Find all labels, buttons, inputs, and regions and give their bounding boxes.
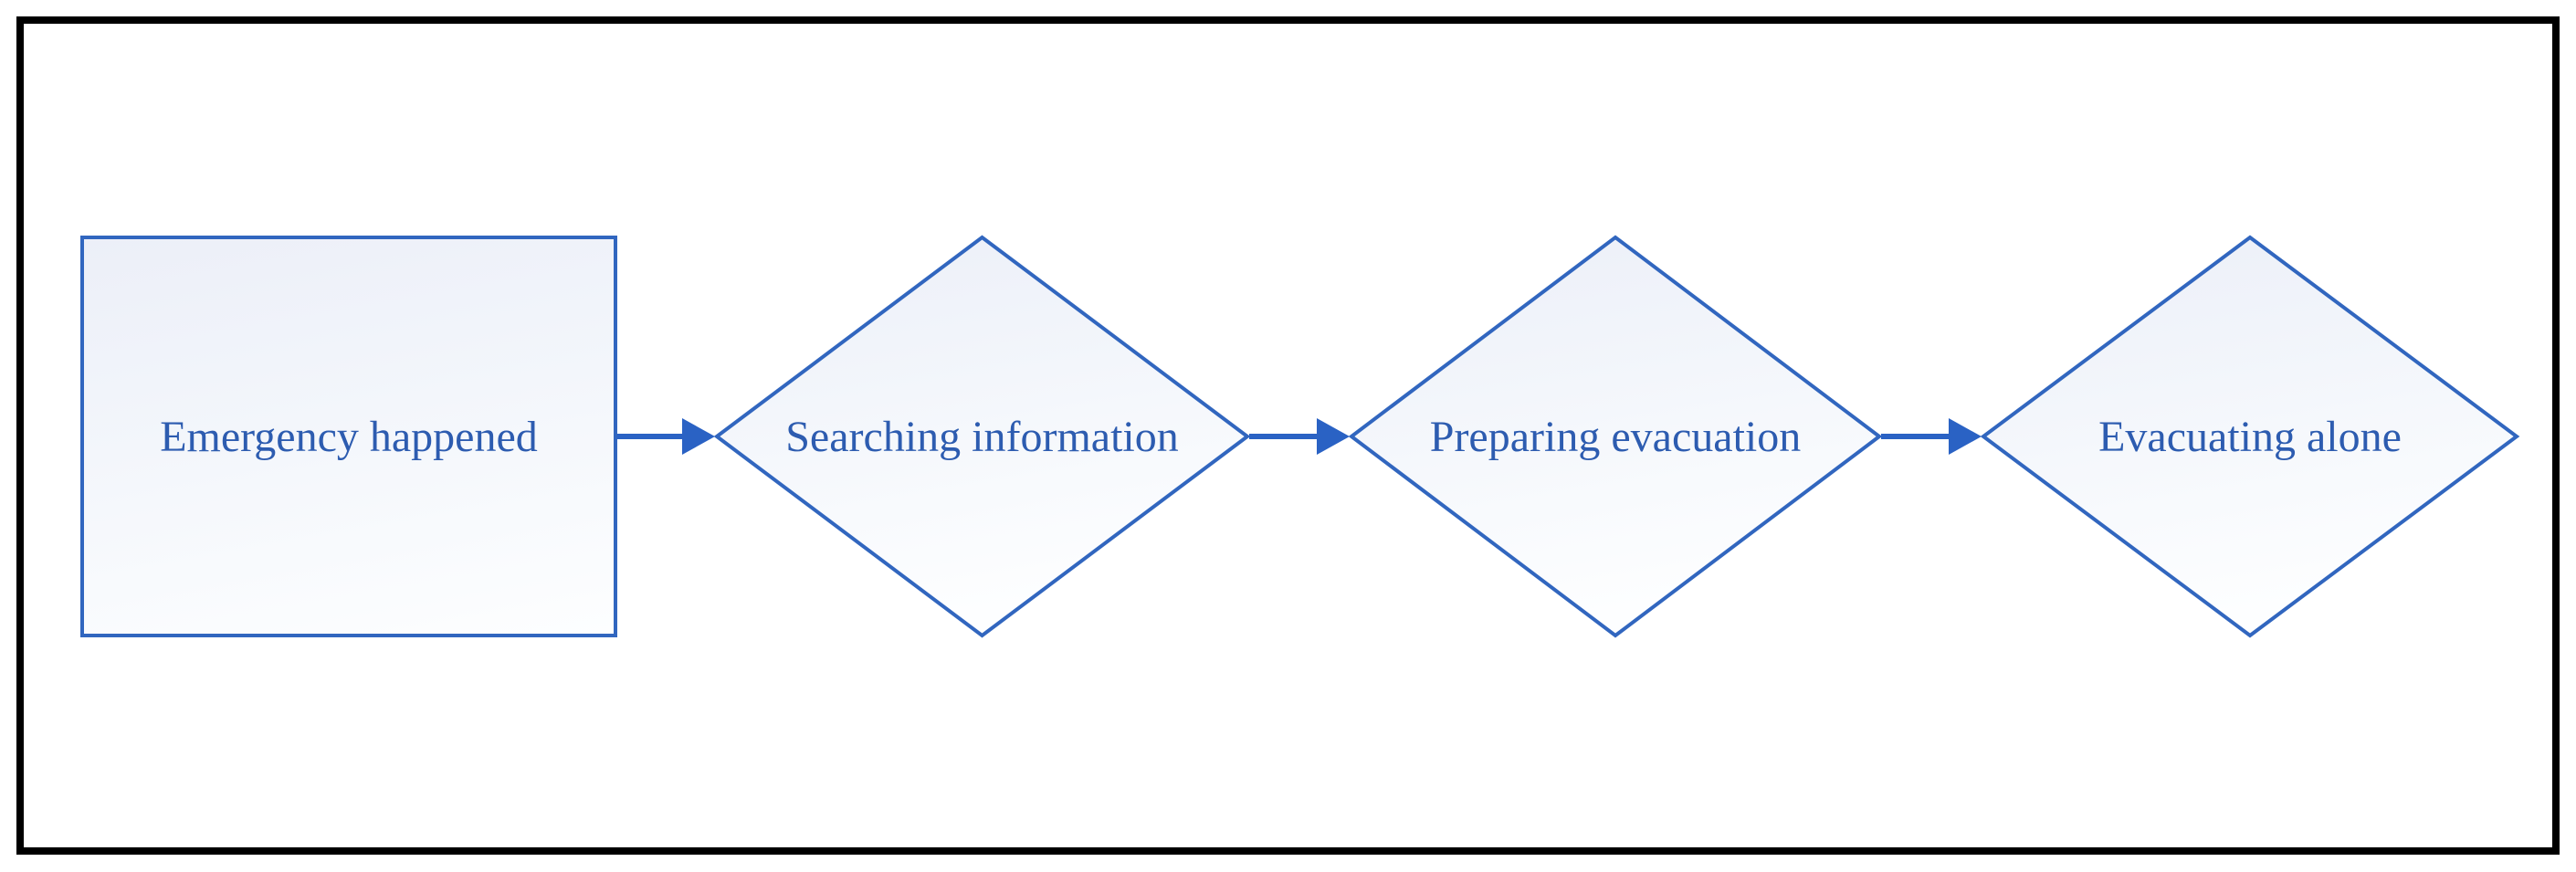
node-label: Evacuating alone [2098, 412, 2402, 461]
connector-arrow-3 [1881, 416, 1982, 457]
connector-arrow-1 [617, 416, 715, 457]
flow-node-preparing-evacuation: Preparing evacuation [1348, 235, 1883, 638]
arrow-shaft [617, 434, 691, 439]
diamond-shape [1980, 235, 2520, 638]
arrow-shaft [1881, 434, 1958, 439]
diamond-shape [1348, 235, 1883, 638]
flow-node-emergency-happened: Emergency happened [80, 236, 617, 637]
diamond-shape [713, 235, 1251, 638]
arrow-shaft [1249, 434, 1326, 439]
arrowhead-right-icon [682, 418, 715, 455]
arrowhead-right-icon [1949, 418, 1982, 455]
node-label: Preparing evacuation [1429, 412, 1802, 461]
node-label: Emergency happened [160, 412, 538, 461]
node-label: Searching information [785, 412, 1179, 461]
connector-arrow-2 [1249, 416, 1350, 457]
flow-node-evacuating-alone: Evacuating alone [1980, 235, 2520, 638]
flow-node-searching-information: Searching information [713, 235, 1251, 638]
arrowhead-right-icon [1317, 418, 1350, 455]
